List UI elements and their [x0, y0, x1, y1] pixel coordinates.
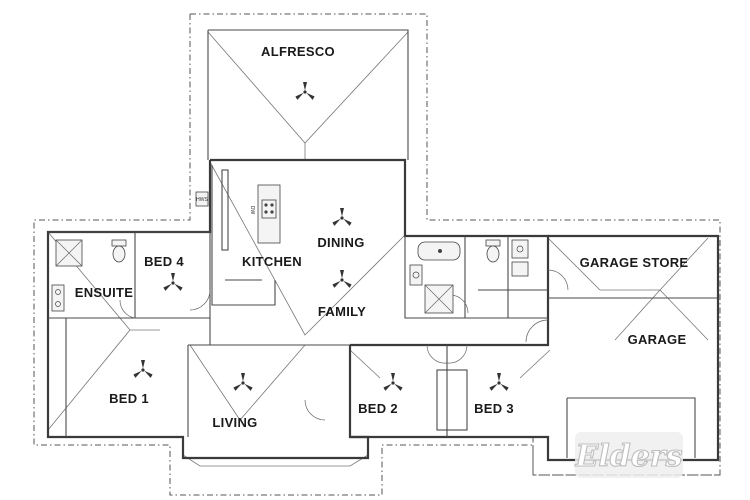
elders-watermark: Elders: [574, 432, 683, 478]
shower-icon: [424, 284, 454, 314]
room-label-bed-3: BED 3: [474, 401, 514, 416]
ceiling-fan-icon: [383, 373, 403, 391]
room-label-family: FAMILY: [318, 304, 366, 319]
room-label-dining: DINING: [317, 235, 364, 250]
shower-icon: [55, 239, 83, 267]
hws-unit: HWS: [195, 191, 208, 207]
sink-icon: [51, 284, 65, 312]
ceiling-fan-icon: [332, 270, 352, 288]
room-label-kitchen: KITCHEN: [242, 254, 302, 269]
room-label-bed-2: BED 2: [358, 401, 398, 416]
room-label-bed-1: BED 1: [109, 391, 149, 406]
room-label-ensuite: ENSUITE: [75, 285, 133, 300]
laundry-tub-icon: [511, 239, 529, 277]
ceiling-fan-icon: [233, 373, 253, 391]
cooktop-icon: [261, 199, 277, 219]
sink-icon: [409, 264, 423, 286]
toilet-icon: [111, 239, 127, 263]
roof-hip-lines: [47, 31, 709, 467]
room-label-alfresco: ALFRESCO: [261, 44, 335, 59]
dw-label: DW: [249, 206, 255, 215]
ceiling-fan-icon: [489, 373, 509, 391]
walls: [46, 29, 720, 462]
ceiling-fan-icon: [163, 273, 183, 291]
room-label-living: LIVING: [212, 415, 257, 430]
roof-outline: [33, 13, 721, 496]
toilet-icon: [485, 239, 501, 263]
room-label-garage: GARAGE: [628, 332, 687, 347]
ceiling-fan-icon: [133, 360, 153, 378]
ceiling-fan-icon: [295, 82, 315, 100]
room-label-bed-4: BED 4: [144, 254, 184, 269]
room-label-garage-store: GARAGE STORE: [580, 255, 689, 270]
hws-label: HWS: [196, 197, 208, 203]
bathtub-icon: [417, 241, 461, 261]
ceiling-fan-icon: [332, 208, 352, 226]
watermark-text: Elders: [574, 439, 682, 474]
